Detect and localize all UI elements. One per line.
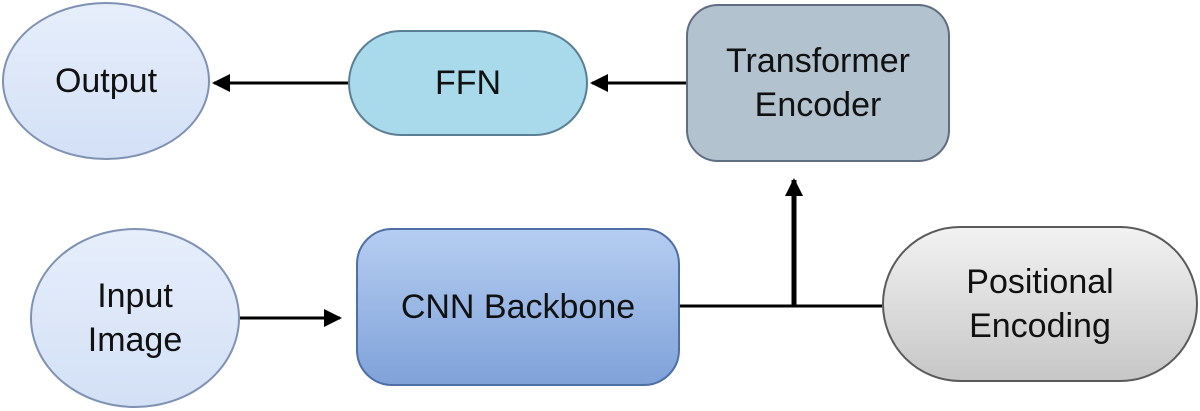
transformer-encoder-node: Transformer Encoder: [686, 4, 950, 162]
ffn-label: FFN: [434, 63, 502, 102]
cnn-backbone-label: CNN Backbone: [400, 287, 636, 326]
cnn-backbone-node: CNN Backbone: [356, 228, 680, 386]
output-node: Output: [2, 2, 210, 160]
positional-encoding-label: Positional Encoding: [966, 262, 1114, 345]
transformer-encoder-label: Transformer Encoder: [726, 41, 910, 124]
input-image-label: Input Image: [87, 276, 183, 359]
output-label: Output: [54, 61, 158, 100]
ffn-node: FFN: [348, 30, 588, 136]
input-image-node: Input Image: [30, 228, 240, 408]
positional-encoding-node: Positional Encoding: [882, 226, 1198, 382]
